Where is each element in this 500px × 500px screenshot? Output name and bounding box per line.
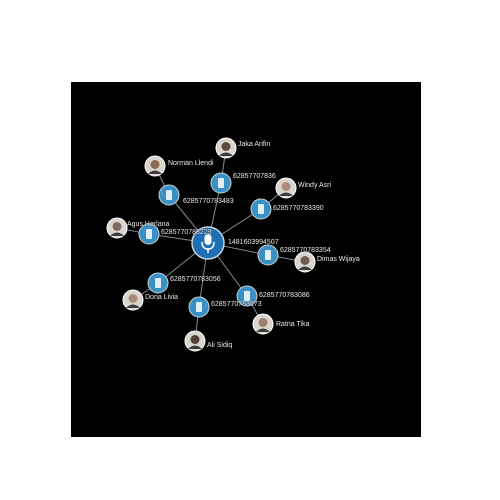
phone-node[interactable]	[250, 198, 272, 220]
contact-node[interactable]	[144, 155, 166, 177]
avatar-face	[258, 318, 268, 327]
avatar-face	[221, 142, 231, 151]
contact-name-label: Windy Asri	[298, 182, 332, 189]
avatar-shoulders	[188, 345, 202, 349]
phone-icon	[258, 204, 264, 214]
phone-icon	[244, 291, 250, 301]
phone-icon	[166, 190, 172, 200]
nodes-layer	[106, 137, 316, 352]
avatar-shoulders	[279, 192, 293, 196]
contact-name-label: Ali Sidiq	[207, 342, 233, 349]
phone-node[interactable]	[257, 244, 279, 266]
avatar-face	[281, 182, 291, 191]
contact-name-label: Ratna Tika	[276, 321, 310, 328]
contact-name-label: Dona Livia	[145, 294, 179, 301]
phone-label: 6285770783086	[259, 292, 310, 299]
contact-node[interactable]	[294, 251, 316, 273]
contact-node[interactable]	[122, 289, 144, 311]
avatar-shoulders	[219, 152, 233, 156]
contact-node[interactable]	[275, 177, 297, 199]
phone-label: 6285770783483	[183, 198, 234, 205]
phone-node[interactable]	[236, 285, 258, 307]
avatar-face	[112, 222, 122, 231]
phone-node[interactable]	[188, 296, 210, 318]
avatar-face	[190, 335, 200, 344]
avatar-shoulders	[148, 170, 162, 174]
phone-label: 6285770783056	[170, 276, 221, 283]
phone-icon	[265, 250, 271, 260]
contact-name-label: Norman Llendi	[168, 160, 214, 167]
hub-node[interactable]	[191, 226, 225, 260]
phone-node[interactable]	[147, 272, 169, 294]
phone-node[interactable]	[210, 172, 232, 194]
hub-label: 1481603994507	[228, 239, 279, 246]
phone-node[interactable]	[158, 184, 180, 206]
contact-node[interactable]	[215, 137, 237, 159]
phone-label: 62857707836	[233, 173, 276, 180]
phone-icon	[218, 178, 224, 188]
network-graph-panel[interactable]: 6285770783483 62857707836 6285770783390 628…	[71, 82, 421, 437]
phone-icon	[146, 229, 152, 239]
avatar-shoulders	[298, 266, 312, 270]
avatar-face	[150, 160, 160, 169]
contact-node[interactable]	[184, 330, 206, 352]
microphone-icon	[201, 234, 215, 253]
contact-name-label: Jaka Arifin	[238, 141, 271, 148]
avatar-shoulders	[256, 328, 270, 332]
phone-label: 6285770783390	[273, 205, 324, 212]
phone-label: 6285770783354	[280, 247, 331, 254]
contact-node[interactable]	[106, 217, 128, 239]
phone-icon	[155, 278, 161, 288]
contact-node[interactable]	[252, 313, 274, 335]
network-graph	[106, 137, 316, 352]
avatar-shoulders	[110, 232, 124, 236]
avatar-face	[300, 256, 310, 265]
avatar-shoulders	[126, 304, 140, 308]
contact-name-label: Agus Herlana	[127, 221, 170, 228]
phone-label: 6285770783673	[211, 301, 262, 308]
contact-name-label: Dimas Wijaya	[317, 256, 360, 263]
phone-label: 6285770783229	[161, 229, 212, 236]
phone-node[interactable]	[138, 223, 160, 245]
phone-icon	[196, 302, 202, 312]
avatar-face	[128, 294, 138, 303]
